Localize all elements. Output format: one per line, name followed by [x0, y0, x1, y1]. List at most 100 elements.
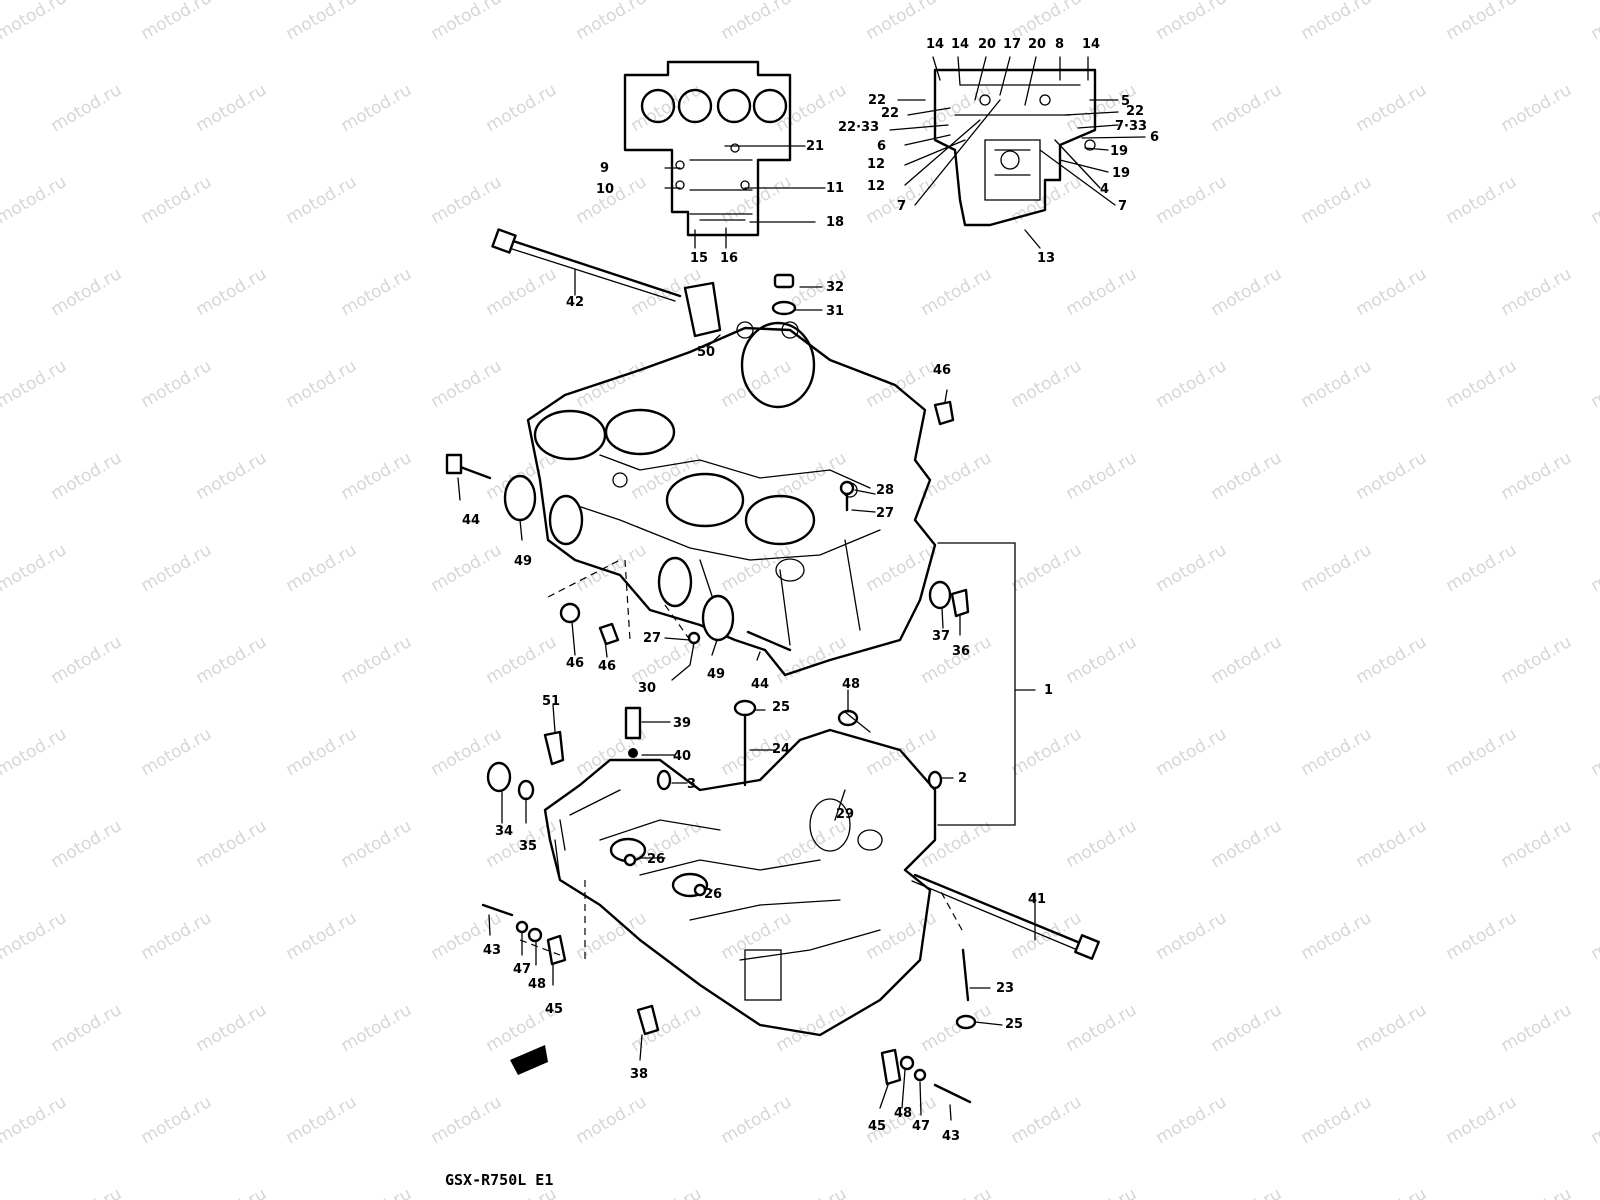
watermark-text: motod.ru — [1208, 632, 1286, 688]
callout-label: 25 — [772, 700, 790, 715]
watermark-text: motod.ru — [1153, 172, 1231, 228]
watermark-text: motod.ru — [918, 1000, 996, 1056]
callout-label: 28 — [876, 483, 894, 498]
watermark-text: motod.ru — [483, 80, 561, 136]
long-bolt-42 — [491, 228, 682, 302]
watermark-text: motod.ru — [1008, 908, 1086, 964]
callout-label: 20 — [978, 37, 996, 52]
watermark-text: motod.ru — [1588, 0, 1600, 44]
callout-label: 40 — [673, 749, 691, 764]
watermark-text: motod.ru — [863, 908, 941, 964]
watermark-text: motod.ru — [48, 264, 126, 320]
watermark-text: motod.ru — [1588, 724, 1600, 780]
callout-label: 46 — [933, 363, 951, 378]
watermark-text: motod.ru — [1208, 816, 1286, 872]
watermark-text: motod.ru — [1298, 172, 1376, 228]
watermark-text: motod.ru — [338, 264, 416, 320]
callout-label: 36 — [952, 644, 970, 659]
watermark-text: motod.ru — [1443, 356, 1521, 412]
watermark-text: motod.ru — [48, 1184, 126, 1200]
watermark-text: motod.ru — [193, 80, 271, 136]
callout-label: 15 — [690, 251, 708, 266]
callout-label: 49 — [707, 667, 725, 682]
watermark-text: motod.ru — [1443, 724, 1521, 780]
watermark-text: motod.ru — [193, 816, 271, 872]
watermark-text: motod.ru — [718, 1092, 796, 1148]
callout-label: 7 — [1118, 199, 1127, 214]
watermark-text: motod.ru — [1063, 448, 1141, 504]
watermark-text: motod.ru — [773, 816, 851, 872]
watermark-text: motod.ru — [1353, 448, 1431, 504]
watermark-text: motod.ru — [483, 264, 561, 320]
callout-label: 43 — [483, 943, 501, 958]
watermark-text: motod.ru — [1498, 1000, 1576, 1056]
callout-label: 26 — [704, 887, 722, 902]
callout-label: 51 — [542, 694, 560, 709]
watermark-text: motod.ru — [0, 908, 70, 964]
watermark-text: motod.ru — [138, 540, 216, 596]
watermark-text: motod.ru — [428, 356, 506, 412]
watermark-text: motod.ru — [1208, 80, 1286, 136]
watermark-text: motod.ru — [0, 1092, 70, 1148]
watermark-text: motod.ru — [48, 1000, 126, 1056]
callout-label: 18 — [826, 215, 844, 230]
callout-label: 10 — [596, 182, 614, 197]
watermark-text: motod.ru — [1298, 724, 1376, 780]
callout-label: 23 — [996, 981, 1014, 996]
watermark-text: motod.ru — [1588, 1092, 1600, 1148]
watermark-text: motod.ru — [718, 0, 796, 44]
watermark-text: motod.ru — [138, 908, 216, 964]
watermark-text: motod.ru — [193, 264, 271, 320]
watermark-text: motod.ru — [628, 816, 706, 872]
callout-label: 48 — [528, 977, 546, 992]
callout-label: 16 — [720, 251, 738, 266]
watermark-text: motod.ru — [1353, 264, 1431, 320]
watermark-text: motod.ru — [48, 80, 126, 136]
watermark-text: motod.ru — [338, 1184, 416, 1200]
watermark-text: motod.ru — [1298, 0, 1376, 44]
long-bolt-41 — [911, 873, 1100, 960]
watermark-text: motod.ru — [1498, 632, 1576, 688]
watermark-text: motod.ru — [1153, 724, 1231, 780]
callout-label: 41 — [1028, 892, 1046, 907]
watermark-text: motod.ru — [138, 0, 216, 44]
watermark-text: motod.ru — [1063, 632, 1141, 688]
watermark-text: motod.ru — [628, 80, 706, 136]
callout-label: 20 — [1028, 37, 1046, 52]
callout-label: 5 — [1121, 94, 1130, 109]
watermark-text: motod.ru — [1498, 448, 1576, 504]
watermark-text: motod.ru — [1153, 0, 1231, 44]
watermark-text: motod.ru — [193, 1184, 271, 1200]
callout-label: 27 — [876, 506, 894, 521]
callout-label: 47 — [912, 1119, 930, 1134]
callout-label: 12 — [867, 179, 885, 194]
callout-label: 45 — [868, 1119, 886, 1134]
watermark-text: motod.ru — [138, 356, 216, 412]
callout-label: 6 — [1150, 130, 1159, 145]
watermark-text: motod.ru — [138, 724, 216, 780]
watermark-text: motod.ru — [1588, 172, 1600, 228]
watermark-text: motod.ru — [773, 1184, 851, 1200]
watermark-text: motod.ru — [48, 632, 126, 688]
watermark-text: motod.ru — [48, 816, 126, 872]
watermark-text: motod.ru — [918, 632, 996, 688]
callout-label: 46 — [598, 659, 616, 674]
callout-label: 4 — [1100, 182, 1109, 197]
watermark-text: motod.ru — [193, 1000, 271, 1056]
watermark-text: motod.ru — [1298, 356, 1376, 412]
watermark-text: motod.ru — [283, 540, 361, 596]
callout-label: 35 — [519, 839, 537, 854]
watermark-text: motod.ru — [338, 1000, 416, 1056]
callout-label: 49 — [514, 554, 532, 569]
callout-label: 8 — [1055, 37, 1064, 52]
watermark-text: motod.ru — [338, 816, 416, 872]
callout-label: 13 — [1037, 251, 1055, 266]
watermark-text: motod.ru — [573, 540, 651, 596]
watermark-text: motod.ru — [283, 1092, 361, 1148]
watermark-text: motod.ru — [193, 448, 271, 504]
callout-label: 44 — [462, 513, 480, 528]
callout-label: 26 — [647, 852, 665, 867]
watermark-text: motod.ru — [1588, 908, 1600, 964]
